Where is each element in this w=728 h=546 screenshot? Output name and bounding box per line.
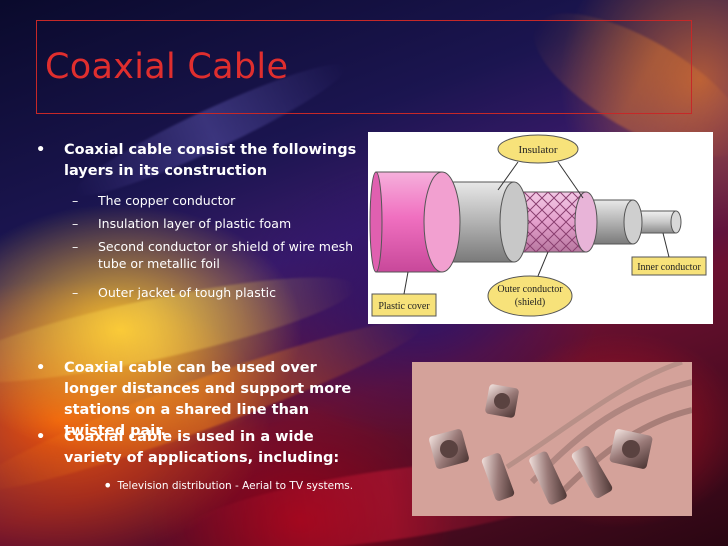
label-outer-conductor: Outer conductor	[497, 284, 563, 295]
dash-icon: –	[72, 285, 79, 300]
connector-shape	[485, 384, 519, 418]
sub-bullet-item: – The copper conductor	[72, 192, 368, 209]
bullet-text: Coaxial cable consist the followings lay…	[64, 142, 357, 179]
connector-shape	[571, 445, 613, 499]
bullet-dot-icon: •	[36, 360, 46, 376]
bullet-text: Coaxial cable is used in a wide variety …	[64, 429, 340, 466]
dash-icon: –	[72, 216, 79, 231]
sub-bullet-text: Outer jacket of tough plastic	[98, 285, 276, 300]
sub-bullet-item: – Second conductor or shield of wire mes…	[72, 238, 368, 272]
sub-bullet-text: Insulation layer of plastic foam	[98, 216, 292, 231]
dash-icon: –	[72, 193, 79, 208]
bullet-item: • Coaxial cable consist the followings l…	[36, 140, 374, 182]
label-outer-conductor-shield: (shield)	[515, 297, 546, 308]
sub-bullet-item: – Outer jacket of tough plastic	[72, 284, 368, 301]
bullet-dot-icon: •	[36, 142, 46, 158]
sub-bullet-text: Second conductor or shield of wire mesh …	[98, 239, 354, 271]
sub-bullet-item: – Insulation layer of plastic foam	[72, 215, 368, 232]
coaxial-connectors-photo	[412, 362, 692, 516]
dash-icon: –	[72, 239, 79, 254]
sub-bullet-text: Television distribution - Aerial to TV s…	[117, 480, 354, 492]
connector-shape	[609, 429, 653, 469]
connectors-illustration	[412, 362, 692, 516]
sub-bullet-text: The copper conductor	[98, 193, 236, 208]
bullet-dot-icon: •	[103, 476, 113, 495]
sub-bullet-item: • Television distribution - Aerial to TV…	[103, 476, 354, 495]
cable-cross-section-illustration: Insulator Inner conductor Outer conducto…	[369, 134, 707, 317]
label-insulator: Insulator	[518, 144, 557, 156]
connector-shape	[481, 453, 515, 501]
connector-shape	[529, 451, 567, 505]
slide-title: Coaxial Cable	[45, 47, 289, 87]
bullet-text: Coaxial cable can be used over longer di…	[64, 360, 352, 439]
bullet-dot-icon: •	[36, 429, 46, 445]
bullet-item: • Coaxial cable can be used over longer …	[36, 358, 374, 442]
coaxial-cable-diagram: Insulator Inner conductor Outer conducto…	[368, 132, 713, 324]
bullet-item: • Coaxial cable is used in a wide variet…	[36, 427, 374, 469]
title-box: Coaxial Cable	[36, 20, 692, 114]
label-plastic-cover: Plastic cover	[378, 301, 430, 312]
connector-shape	[429, 429, 469, 469]
label-inner-conductor: Inner conductor	[637, 262, 701, 273]
